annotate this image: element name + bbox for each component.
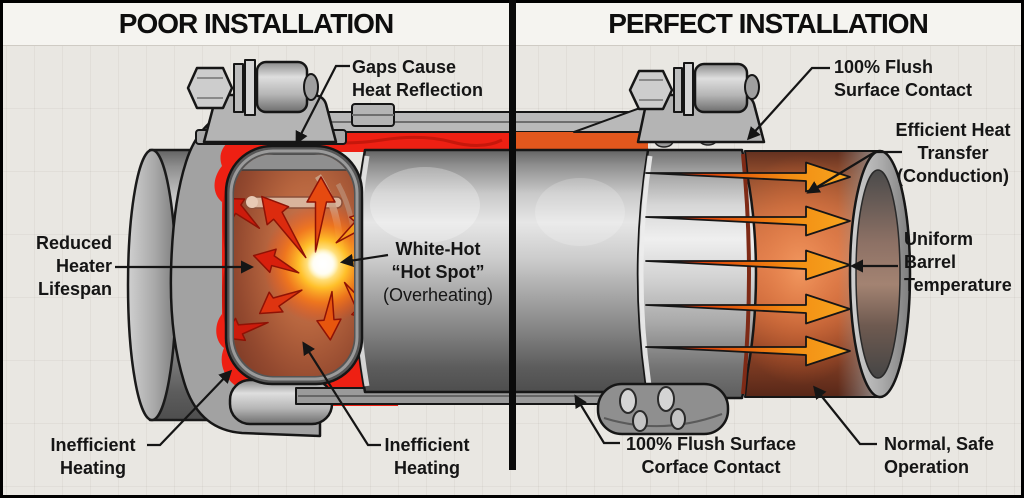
inner-shell-edge <box>234 154 354 171</box>
bottom-clamp-ring <box>596 382 730 436</box>
leader-gaps-cause <box>295 64 350 145</box>
leader-normal-safe <box>813 385 877 446</box>
strap-keeper-left <box>351 103 395 127</box>
label-flush-contact-top: 100% Flush Surface Contact <box>834 57 973 100</box>
hose-clamp-bolt-left <box>186 59 347 145</box>
leader-efficient-transfer <box>806 150 902 194</box>
panel-divider <box>509 0 516 470</box>
cutaway-window <box>224 144 364 386</box>
poor-installation-diagram <box>126 59 650 438</box>
leader-inefficient-right <box>302 341 381 447</box>
label-uniform-temperature: Uniform Barrel Temperature <box>904 229 1012 295</box>
label-normal-safe: Normal, Safe Operation <box>884 434 995 477</box>
label-flush-contact-bottom: 100% Flush Surface Corface Contact <box>625 434 797 477</box>
left-panel-title: POOR INSTALLATION <box>118 8 394 39</box>
leader-inefficient-left <box>147 369 233 447</box>
label-inefficient-heating-right: Inefficient Heating <box>384 435 470 478</box>
bolt-hex-head <box>628 69 674 111</box>
leader-flush-top <box>746 66 830 141</box>
heater-element-end <box>246 196 258 208</box>
label-white-hot-spot: White-Hot “Hot Spot” (Overheating) <box>382 239 494 305</box>
hot-spot-core <box>307 248 339 280</box>
right-panel-title: PERFECT INSTALLATION <box>608 8 929 39</box>
heater-band-surface-left <box>352 148 650 394</box>
heater-band-right <box>636 148 758 400</box>
label-reduced-lifespan: Reduced Heater Lifespan <box>35 233 112 299</box>
hose-clamp-bolt-right <box>573 62 766 144</box>
flush-contact-edge <box>741 153 751 395</box>
leader-white-hot <box>339 253 389 267</box>
callout-leaders <box>115 64 902 447</box>
label-inefficient-heating-left: Inefficient Heating <box>50 435 136 478</box>
perfect-installation-diagram <box>573 62 912 436</box>
contact-gap-strip-right <box>512 132 648 152</box>
label-efficient-transfer: Efficient Heat Transfer (Conduction) <box>895 120 1011 186</box>
barrel-right-end <box>848 149 912 399</box>
label-gaps-cause: Gaps Cause Heat Reflection <box>352 57 484 100</box>
leader-flush-bottom <box>574 394 620 445</box>
bolt-hex-head <box>186 66 234 110</box>
